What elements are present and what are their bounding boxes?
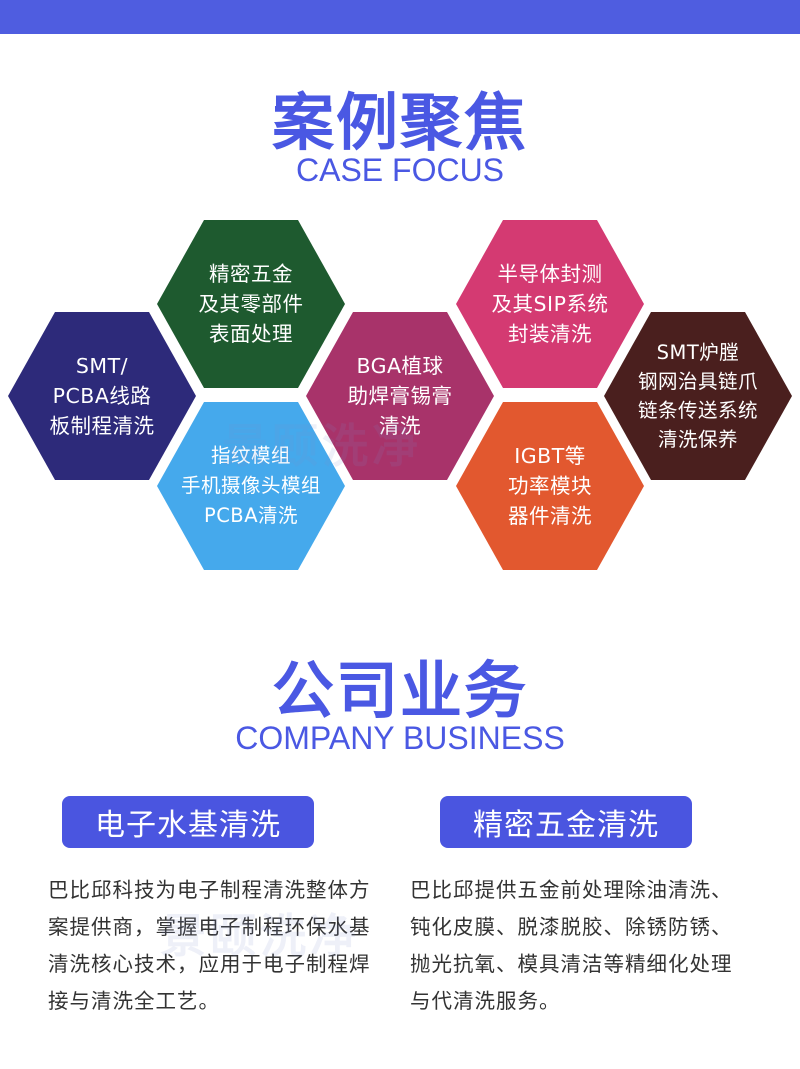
hex-semiconductor: 半导体封测 及其SIP系统 封装清洗 (456, 220, 644, 388)
business-desc-electronics: 巴比邱科技为电子制程清洗整体方案提供商，掌握电子制程环保水基清洗核心技术，应用于… (48, 878, 371, 1013)
case-focus-title: 案例聚焦 (271, 86, 528, 159)
hex-bga: BGA植球 助焊膏锡膏 清洗 (306, 312, 494, 480)
business-desc-hardware: 巴比邱提供五金前处理除油清洗、钝化皮膜、脱漆脱胶、除锈防锈、抛光抗氧、模具清洁等… (410, 878, 733, 1013)
case-focus-subtitle: CASE FOCUS (295, 152, 505, 188)
top-banner-bar (0, 0, 800, 34)
hex-igbt: IGBT等 功率模块 器件清洗 (456, 402, 644, 570)
company-business-subtitle: COMPANY BUSINESS (235, 720, 565, 756)
business-pill-hardware: 精密五金清洗 (440, 796, 692, 848)
hex-precision-hardware: 精密五金 及其零部件 表面处理 (157, 220, 345, 388)
business-pill-electronics: 电子水基清洗 (62, 796, 314, 848)
company-business-title: 公司业务 (271, 654, 528, 727)
hex-fingerprint-module: 指纹模组 手机摄像头模组 PCBA清洗 (157, 402, 345, 570)
hex-smt-pcba: SMT/ PCBA线路 板制程清洗 (8, 312, 196, 480)
hex-smt-furnace: SMT炉膛 钢网治具链爪 链条传送系统 清洗保养 (604, 312, 792, 480)
